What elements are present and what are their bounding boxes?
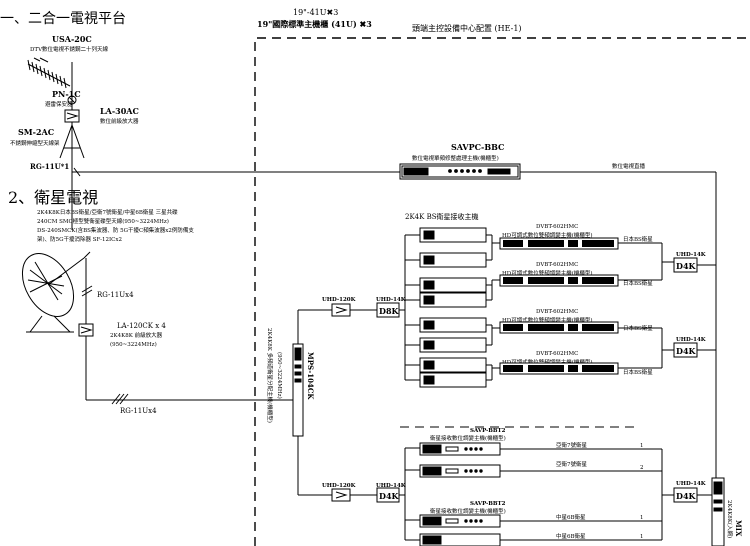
rack-title: 頭端主控設備中心配置 (HE-1) xyxy=(412,23,522,33)
dvbt-3-desc: HD可調式數位雙頻調變主機(機櫃型) xyxy=(502,316,593,324)
asia7-num-1: 1 xyxy=(640,443,644,449)
sat-note-1: 2K4K8K日本BS衛星/亞衛7號衛星/中星6B衛星 三星共碟 xyxy=(37,208,178,216)
uhd14k-right-middle-label: UHD-14K xyxy=(676,337,706,343)
savpc-desc: 數位電視單頻修整處理主機(機櫃型) xyxy=(412,154,499,162)
mps-splitter-unit xyxy=(292,343,304,437)
dvbt-modulator-1: DVBT-602HMC HD可調式數位雙頻調變主機(機櫃型) xyxy=(499,224,619,250)
cable-hash-icon xyxy=(81,285,93,297)
savp-upper-desc: 衛星接收數位調變主機(機櫃型) xyxy=(430,434,506,442)
mix-sub: 2K4K8K(入網) xyxy=(726,500,734,538)
mps-desc1: 2K4K8K 多頻道衛星分配主機(機櫃型) xyxy=(266,328,274,423)
savpc-output: 數位電視直播 xyxy=(612,162,646,170)
dvbt-output-lines xyxy=(618,242,674,369)
terrestrial-cable-line xyxy=(71,158,400,177)
lnb-freq: (950~3224MHz) xyxy=(110,341,157,348)
mast-model: SM-2AC xyxy=(18,127,54,137)
d4k-right-upper: D4K xyxy=(676,261,697,271)
d8k-tree xyxy=(399,234,420,381)
bs-receiver-links xyxy=(486,234,500,381)
dvbt-1-desc: HD可調式數位雙頻調變主機(機櫃型) xyxy=(502,231,593,239)
terrestrial-cable-label: RG-11U*1 xyxy=(30,162,69,171)
protector-desc: 避雷保安器 xyxy=(45,100,73,108)
mix-unit xyxy=(711,477,725,546)
rack-line2: 19"國際標準主機櫃 (41U) ✖3 xyxy=(257,19,372,29)
dvbt-4-model: DVBT-602HMC xyxy=(536,351,578,357)
china6b-num-1: 1 xyxy=(640,515,644,521)
savp-output-lines xyxy=(500,448,674,541)
trunk-cable-line xyxy=(86,393,298,405)
preamp-desc: 數位前級放大器 xyxy=(100,117,139,125)
china6b-label-2: 中星6B衛星 xyxy=(556,532,586,540)
lnb-amp-icon xyxy=(78,323,94,337)
japan-bs-label-2: 日本BS衛星 xyxy=(623,279,653,287)
d4k-lower-tree xyxy=(399,447,420,541)
d8k-label: D8K xyxy=(379,306,400,316)
lnb-model: LA-120CK x 4 xyxy=(117,322,166,330)
tripod-mast-icon xyxy=(59,124,85,159)
japan-bs-label-4: 日本BS衛星 xyxy=(623,368,653,376)
dvbt-2-desc: HD可調式數位雙頻調變主機(機櫃型) xyxy=(502,269,593,277)
dvbt-modulator-4: DVBT-602HMC HD可調式數位雙頻調變主機(機櫃型) xyxy=(499,351,619,375)
asia7-label-2: 亞衛7號衛星 xyxy=(556,460,587,468)
sat-note-4: 架)、防5G干擾消除器 SF-12ICx2 xyxy=(37,235,122,243)
sat-note-3: DS-240SMCK(含BS集波器、防 5G干擾C頻集波器x2例防備支 xyxy=(37,226,194,234)
trunk-cable-label: RG-11Ux4 xyxy=(120,407,157,415)
uhd120k-upper-label: UHD-120K xyxy=(322,297,356,303)
mast-desc: 不銹鋼伸縮型天線架 xyxy=(10,139,60,147)
savp-upper-units xyxy=(419,442,501,478)
main-bus xyxy=(697,172,717,496)
d4k-right-lower: D4K xyxy=(676,491,697,501)
section2-title: 2、衛星電視 xyxy=(8,188,98,207)
uhd120k-upper-amp-icon xyxy=(331,303,351,317)
protector-icon xyxy=(67,95,77,105)
uhd120k-lower-amp-icon xyxy=(331,488,351,502)
rack-line1: 19"-41U✖3 xyxy=(293,8,338,17)
sat-note-2: 240CM SMC極型雙衛星碟型天線(950~3224MHz) xyxy=(37,217,169,225)
savp-lower-model: SAVP-BBT2 xyxy=(470,501,506,507)
dish-cable-label: RG-11Ux4 xyxy=(97,291,134,299)
mps-branch-lines xyxy=(297,309,377,496)
antenna-model: USA-20C xyxy=(52,34,92,44)
lnb-desc: 2K4K8K 前級放大器 xyxy=(110,331,163,339)
d4k-right-upper-box xyxy=(673,257,698,273)
japan-bs-label-1: 日本BS衛星 xyxy=(623,235,653,243)
uhd14k-right-lower-label: UHD-14K xyxy=(676,481,706,487)
satellite-dish-icon xyxy=(21,251,91,333)
dvbt-3-model: DVBT-602HMC xyxy=(536,309,578,315)
d4k-right-middle: D4K xyxy=(676,346,697,356)
mps-label: MPS-104CK xyxy=(306,352,315,400)
china6b-label-1: 中星6B衛星 xyxy=(556,513,586,521)
dvbt-1-model: DVBT-602HMC xyxy=(536,224,578,230)
asia7-num-2: 2 xyxy=(640,465,644,471)
preamp-model: LA-30AC xyxy=(100,106,139,116)
savp-lower-desc: 衛星接收數位調變主機(機櫃型) xyxy=(430,507,506,515)
dvbt-2-model: DVBT-602HMC xyxy=(536,262,578,268)
dvbt-modulator-2: DVBT-602HMC HD可調式數位雙頻調變主機(機櫃型) xyxy=(499,262,619,287)
dvbt-4-desc: HD可調式數位雙頻調變主機(機櫃型) xyxy=(502,358,593,366)
china6b-num-2: 1 xyxy=(640,534,644,540)
bs-receiver-stack xyxy=(419,227,487,388)
dvbt-modulator-3: DVBT-602HMC HD可調式數位雙頻調變主機(機櫃型) xyxy=(499,309,619,334)
uhd14k-right-upper-label: UHD-14K xyxy=(676,252,706,258)
uhd14k-d8k-label: UHD-14K xyxy=(376,297,406,303)
mps-desc2: (950~3224MHz) xyxy=(276,352,283,399)
savp-lower-units xyxy=(419,514,501,546)
uhd120k-lower-label: UHD-120K xyxy=(322,483,356,489)
asia7-label-1: 亞衛7號衛星 xyxy=(556,441,587,449)
d4k-left-lower: D4K xyxy=(379,491,400,501)
savp-upper-model: SAVP-BBT2 xyxy=(470,428,506,434)
mix-label: MIX xyxy=(734,520,743,537)
bs-receiver-title: 2K4K BS衛星接收主機 xyxy=(405,212,479,221)
savpc-model: SAVPC-BBC xyxy=(451,142,504,152)
antenna-desc: DTV數位電視不銹鋼二十列天線 xyxy=(30,45,109,53)
d4k-right-middle-box xyxy=(673,342,698,358)
savpc-unit xyxy=(399,163,521,180)
preamp-icon xyxy=(64,109,80,123)
japan-bs-label-3: 日本BS衛星 xyxy=(623,324,653,332)
uhd14k-left-lower-label: UHD-14K xyxy=(376,483,406,489)
rack-boundary xyxy=(254,37,750,546)
section1-title: 一、二合一電視平台 xyxy=(0,11,126,27)
protector-model: PN-1C xyxy=(52,89,81,99)
